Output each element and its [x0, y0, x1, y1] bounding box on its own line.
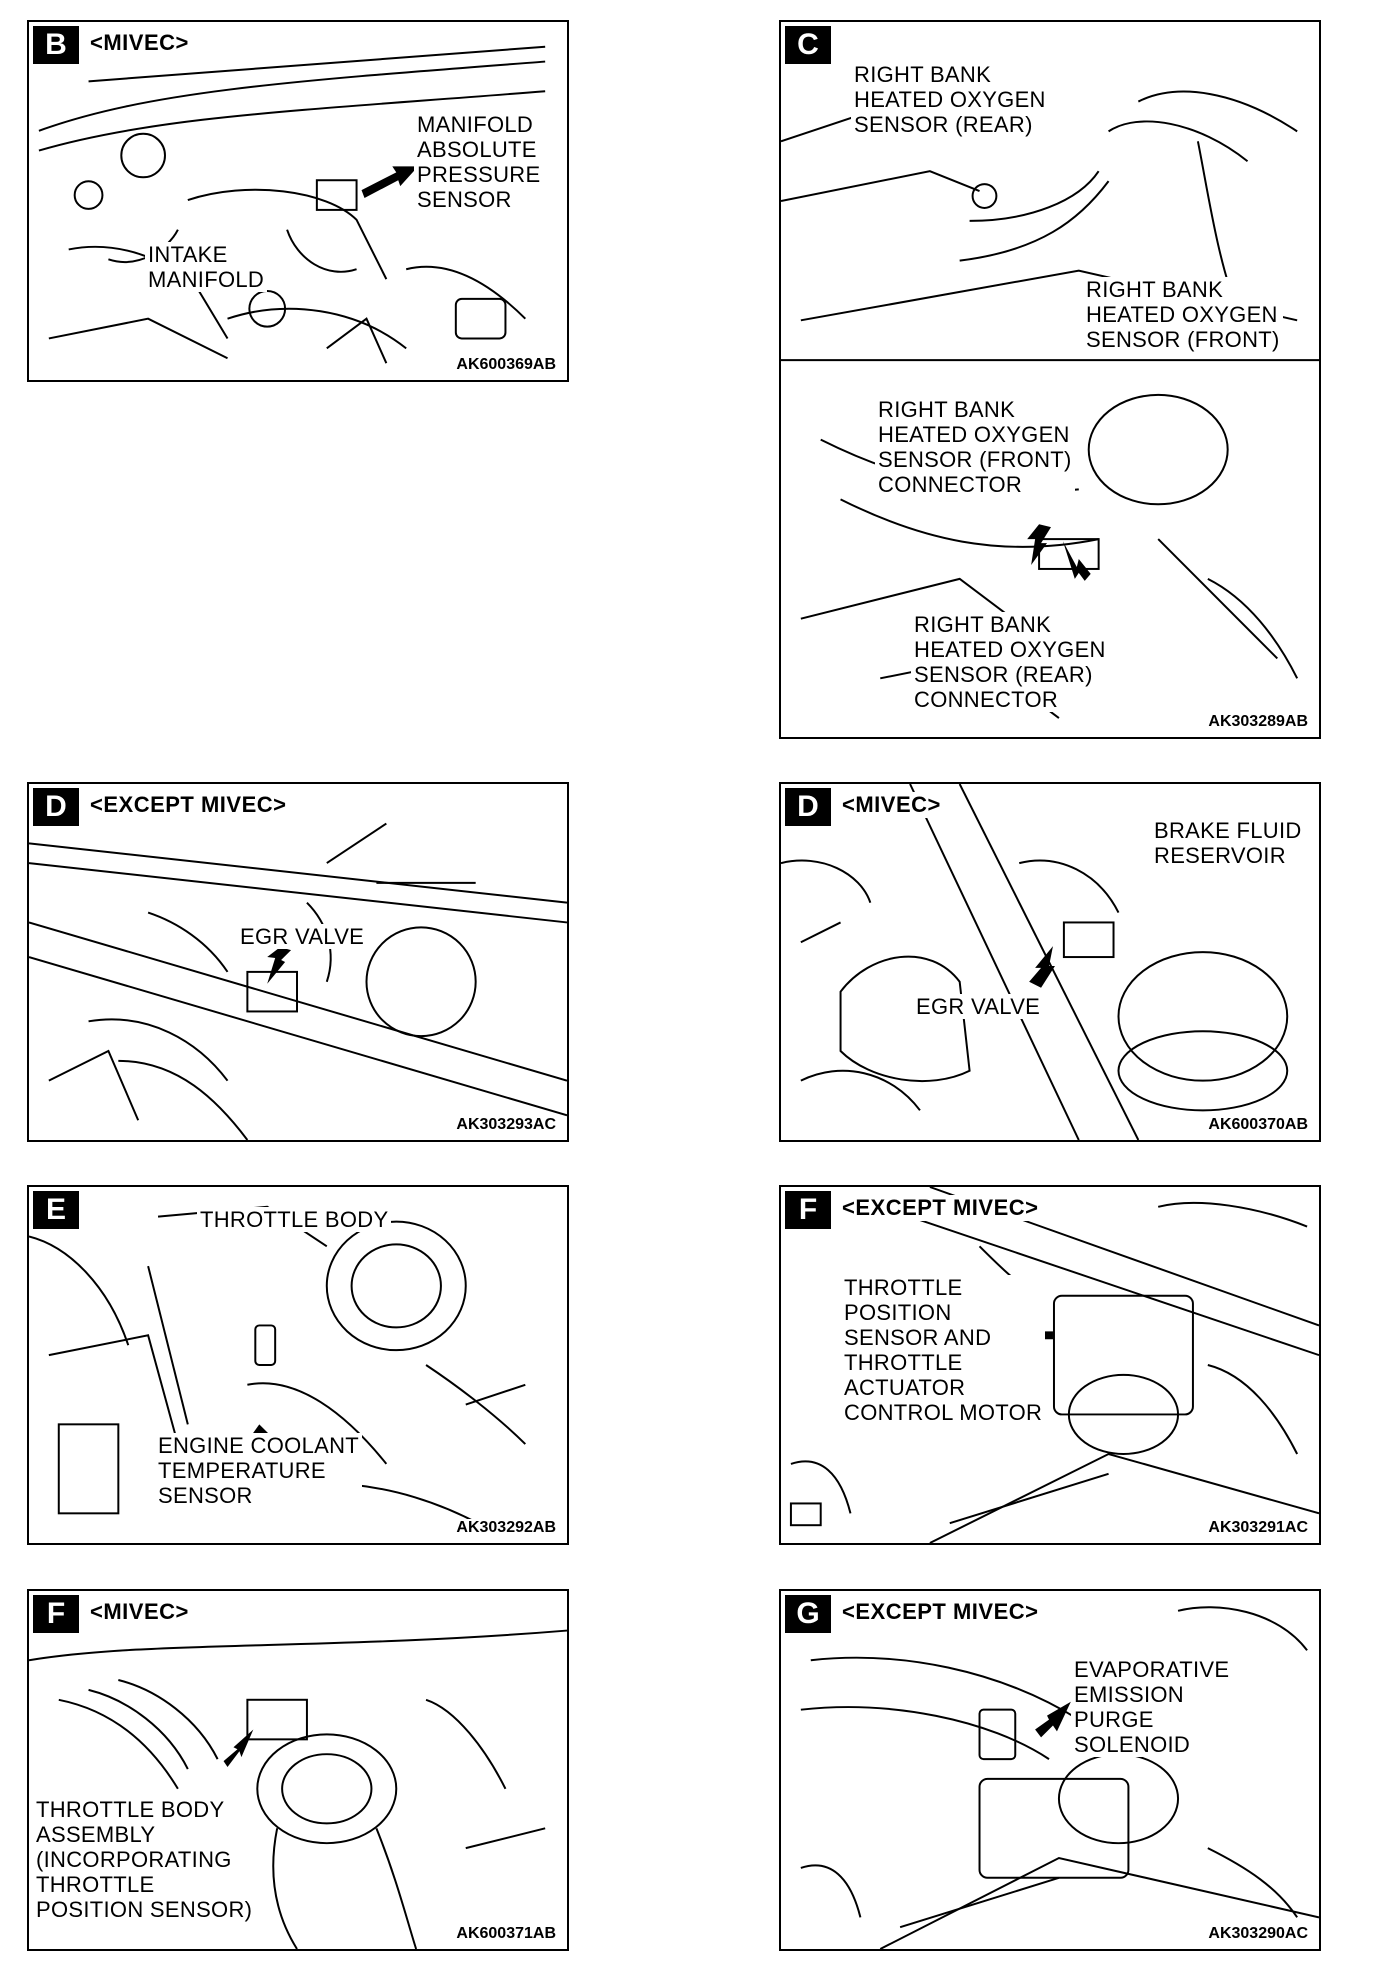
- callout-map-sensor: MANIFOLD ABSOLUTE PRESSURE SENSOR: [414, 112, 544, 212]
- figure-panel-f-mivec: F <MIVEC> THROTTLE BODY ASSEMBLY (INCORP…: [27, 1589, 569, 1951]
- section-letter-badge: G: [785, 1595, 831, 1633]
- figure-code: AK303292AB: [453, 1519, 559, 1537]
- engine-illustration: [29, 1629, 567, 1949]
- variant-label: <MIVEC>: [839, 792, 944, 818]
- callout-rear-o2-sensor: RIGHT BANK HEATED OXYGEN SENSOR (REAR): [851, 62, 1049, 137]
- variant-label: <EXCEPT MIVEC>: [87, 792, 290, 818]
- figure-panel-d-mivec: D <MIVEC> BRAKE FLUID RESERVOIR EGR VALV…: [779, 782, 1321, 1142]
- engine-illustration: [781, 784, 1289, 1140]
- callout-evap-purge-solenoid: EVAPORATIVE EMISSION PURGE SOLENOID: [1071, 1657, 1233, 1757]
- callout-intake-manifold: INTAKE MANIFOLD: [145, 242, 268, 292]
- figure-code: AK303289AB: [1205, 713, 1311, 731]
- callout-front-o2-connector: RIGHT BANK HEATED OXYGEN SENSOR (FRONT) …: [875, 397, 1075, 497]
- figure-panel-e: E THROTTLE BODY ENGINE COOLANT TEMPERATU…: [27, 1185, 569, 1545]
- variant-label: <MIVEC>: [87, 30, 192, 56]
- figure-code: AK600369AB: [453, 356, 559, 374]
- section-letter-badge: D: [785, 788, 831, 826]
- figure-code: AK303290AC: [1205, 1925, 1311, 1943]
- figure-code: AK303293AC: [453, 1116, 559, 1134]
- figure-panel-g-except-mivec: G <EXCEPT MIVEC> EVAPORATIVE EMISSION PU…: [779, 1589, 1321, 1951]
- section-letter-badge: B: [33, 26, 79, 64]
- engine-illustration: [781, 90, 1319, 719]
- figure-code: AK303291AC: [1205, 1519, 1311, 1537]
- figure-code: AK600370AB: [1205, 1116, 1311, 1134]
- section-letter-badge: D: [33, 788, 79, 826]
- figure-code: AK600371AB: [453, 1925, 559, 1943]
- callout-throttle-body: THROTTLE BODY: [197, 1207, 392, 1232]
- figure-panel-f-except-mivec: F <EXCEPT MIVEC> THROTTLE POSITION SENSO…: [779, 1185, 1321, 1545]
- figure-panel-c: C RIGHT BANK HEATED OXYGEN SENSOR (REAR)…: [779, 20, 1321, 739]
- variant-label: <EXCEPT MIVEC>: [839, 1599, 1042, 1625]
- callout-throttle-position-sensor: THROTTLE POSITION SENSOR AND THROTTLE AC…: [841, 1275, 1046, 1425]
- variant-label: <MIVEC>: [87, 1599, 192, 1625]
- callout-rear-o2-connector: RIGHT BANK HEATED OXYGEN SENSOR (REAR) C…: [911, 612, 1109, 712]
- callout-throttle-body-assembly: THROTTLE BODY ASSEMBLY (INCORPORATING TH…: [33, 1797, 256, 1922]
- variant-label: <EXCEPT MIVEC>: [839, 1195, 1042, 1221]
- engine-illustration: [800, 1606, 1319, 1949]
- callout-front-o2-sensor: RIGHT BANK HEATED OXYGEN SENSOR (FRONT): [1083, 277, 1283, 352]
- callout-brake-fluid-reservoir: BRAKE FLUID RESERVOIR: [1151, 818, 1305, 868]
- callout-egr-valve: EGR VALVE: [913, 994, 1044, 1019]
- figure-panel-d-except-mivec: D <EXCEPT MIVEC> EGR VALVE AK303293AC: [27, 782, 569, 1142]
- section-letter-badge: F: [785, 1191, 831, 1229]
- section-letter-badge: E: [33, 1191, 79, 1229]
- section-letter-badge: C: [785, 26, 831, 64]
- callout-egr-valve: EGR VALVE: [237, 924, 368, 949]
- engine-illustration: [29, 822, 567, 1140]
- section-letter-badge: F: [33, 1595, 79, 1633]
- figure-panel-b-mivec: B <MIVEC> MANIFOLD ABSOLUTE PRESSURE SEN…: [27, 20, 569, 382]
- callout-coolant-temp-sensor: ENGINE COOLANT TEMPERATURE SENSOR: [155, 1433, 363, 1508]
